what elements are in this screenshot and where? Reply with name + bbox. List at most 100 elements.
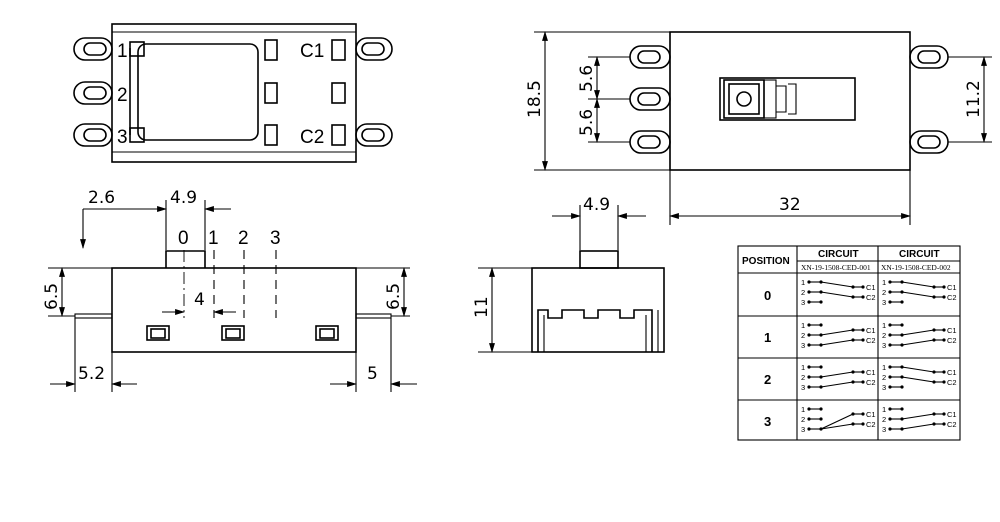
side-view-knob-inner	[728, 83, 760, 115]
schematic-common-label: C2	[866, 293, 876, 302]
top-view-slot	[264, 124, 278, 146]
schematic-link	[820, 423, 854, 430]
pin-label-1: 1	[117, 41, 128, 62]
pin-label-c2: C2	[300, 127, 324, 148]
schematic-link	[901, 376, 935, 383]
schematic-common-dot	[942, 370, 946, 374]
schematic-common-label: C2	[866, 378, 876, 387]
schematic-terminal-label: 2	[801, 288, 805, 297]
schematic-common-label: C1	[866, 368, 876, 377]
front-view-housing	[111, 267, 357, 353]
front-view-slot	[221, 325, 245, 341]
front-view-slot-inner	[150, 328, 166, 339]
schematic-common-label: C1	[947, 410, 957, 419]
side-view-slide-track	[719, 77, 856, 121]
schematic-contact-dot	[819, 407, 823, 411]
schematic-link	[901, 423, 935, 430]
schematic-common-label: C2	[866, 420, 876, 429]
schematic-terminal-label: 3	[801, 341, 805, 350]
pin-label-2: 2	[117, 85, 128, 106]
dim-height-right-6-5: 6.5	[384, 283, 404, 310]
side-lug-right	[909, 45, 949, 69]
schematic-terminal-label: 2	[801, 415, 805, 424]
dim-height-left-6-5: 6.5	[42, 283, 62, 310]
table-row-position-1: 1	[764, 330, 771, 345]
schematic-terminal-label: 1	[801, 321, 805, 330]
table-header-circuit-2: CIRCUIT	[899, 249, 940, 260]
schematic-common-dot	[942, 422, 946, 426]
schematic-terminal-label: 3	[801, 383, 805, 392]
schematic-common-label: C2	[866, 336, 876, 345]
side-view-knob-rib	[763, 79, 777, 119]
dim-pitch-bottom-5-6: 5.6	[577, 109, 597, 136]
top-view-slot	[331, 124, 346, 146]
schematic-common-dot	[942, 380, 946, 384]
schematic-terminal-label: 1	[801, 363, 805, 372]
circuit-schematics: 123C1C2123C1C2123C1C2123C1C2123C1C2123C1…	[801, 278, 957, 434]
table-header-circuit-1: CIRCUIT	[818, 249, 859, 260]
terminal-lug-left	[73, 37, 113, 61]
schematic-contact-dot	[900, 385, 904, 389]
schematic-contact-dot	[900, 300, 904, 304]
top-view-slot	[264, 39, 278, 61]
schematic-link	[901, 291, 935, 298]
terminal-lug-right	[355, 123, 393, 147]
side-lug-left	[629, 45, 671, 69]
end-view-actuator	[579, 250, 619, 269]
side-lug-left	[629, 87, 671, 111]
schematic-link	[901, 329, 935, 336]
dim-offset-2-6: 2.6	[88, 188, 115, 208]
schematic-contact-dot	[819, 323, 823, 327]
position-label-2: 2	[238, 228, 249, 249]
schematic-terminal-label: 3	[882, 425, 886, 434]
front-view-slot-inner	[225, 328, 241, 339]
front-view-slot	[146, 325, 170, 341]
pin-label-3: 3	[117, 127, 128, 148]
dim-end-height-11: 11	[472, 296, 492, 318]
dim-actuator-4-9: 4.9	[170, 188, 197, 208]
schematic-common-label: C2	[947, 420, 957, 429]
schematic-contact-dot	[819, 365, 823, 369]
schematic-common-label: C1	[866, 283, 876, 292]
schematic-common-dot	[861, 422, 865, 426]
position-label-1: 1	[208, 228, 219, 249]
side-view-knob-dot	[736, 91, 752, 107]
dim-lead-right-5: 5	[367, 364, 378, 384]
schematic-common-dot	[861, 295, 865, 299]
schematic-common-label: C1	[947, 368, 957, 377]
top-view-slot	[331, 82, 346, 104]
position-label-3: 3	[270, 228, 281, 249]
schematic-common-label: C2	[947, 293, 957, 302]
terminal-lug-right	[355, 37, 393, 61]
table-model-2: XN-19-1508-CED-002	[881, 263, 951, 272]
table-header-position: POSITION	[742, 256, 790, 267]
schematic-contact-dot	[900, 323, 904, 327]
dim-width-18-5: 18.5	[525, 80, 545, 118]
table-model-1: XN-19-1508-CED-001	[801, 263, 871, 272]
top-view-slot	[264, 82, 278, 104]
top-view-window	[137, 43, 259, 141]
schematic-contact-dot	[819, 417, 823, 421]
end-view: 4.9 11	[472, 195, 665, 353]
schematic-link	[820, 371, 854, 378]
schematic-terminal-label: 1	[882, 405, 886, 414]
table-frame	[737, 245, 961, 441]
table-row-position-0: 0	[764, 288, 771, 303]
schematic-common-label: C1	[947, 283, 957, 292]
table-row-position-2: 2	[764, 372, 771, 387]
schematic-terminal-label: 1	[801, 278, 805, 287]
schematic-terminal-label: 3	[801, 298, 805, 307]
schematic-terminal-label: 1	[801, 405, 805, 414]
side-view-knob	[723, 79, 765, 119]
schematic-link	[901, 413, 935, 420]
side-lug-right	[909, 130, 949, 154]
dim-pitch-top-5-6: 5.6	[577, 65, 597, 92]
schematic-terminal-label: 3	[882, 298, 886, 307]
end-view-contacts	[537, 309, 653, 352]
terminal-lug-left	[73, 123, 113, 147]
dim-length-32: 32	[779, 195, 801, 215]
schematic-terminal-label: 2	[882, 415, 886, 424]
schematic-terminal-label: 1	[882, 278, 886, 287]
end-view-inner-wall	[543, 310, 659, 352]
front-view-slot	[315, 325, 339, 341]
